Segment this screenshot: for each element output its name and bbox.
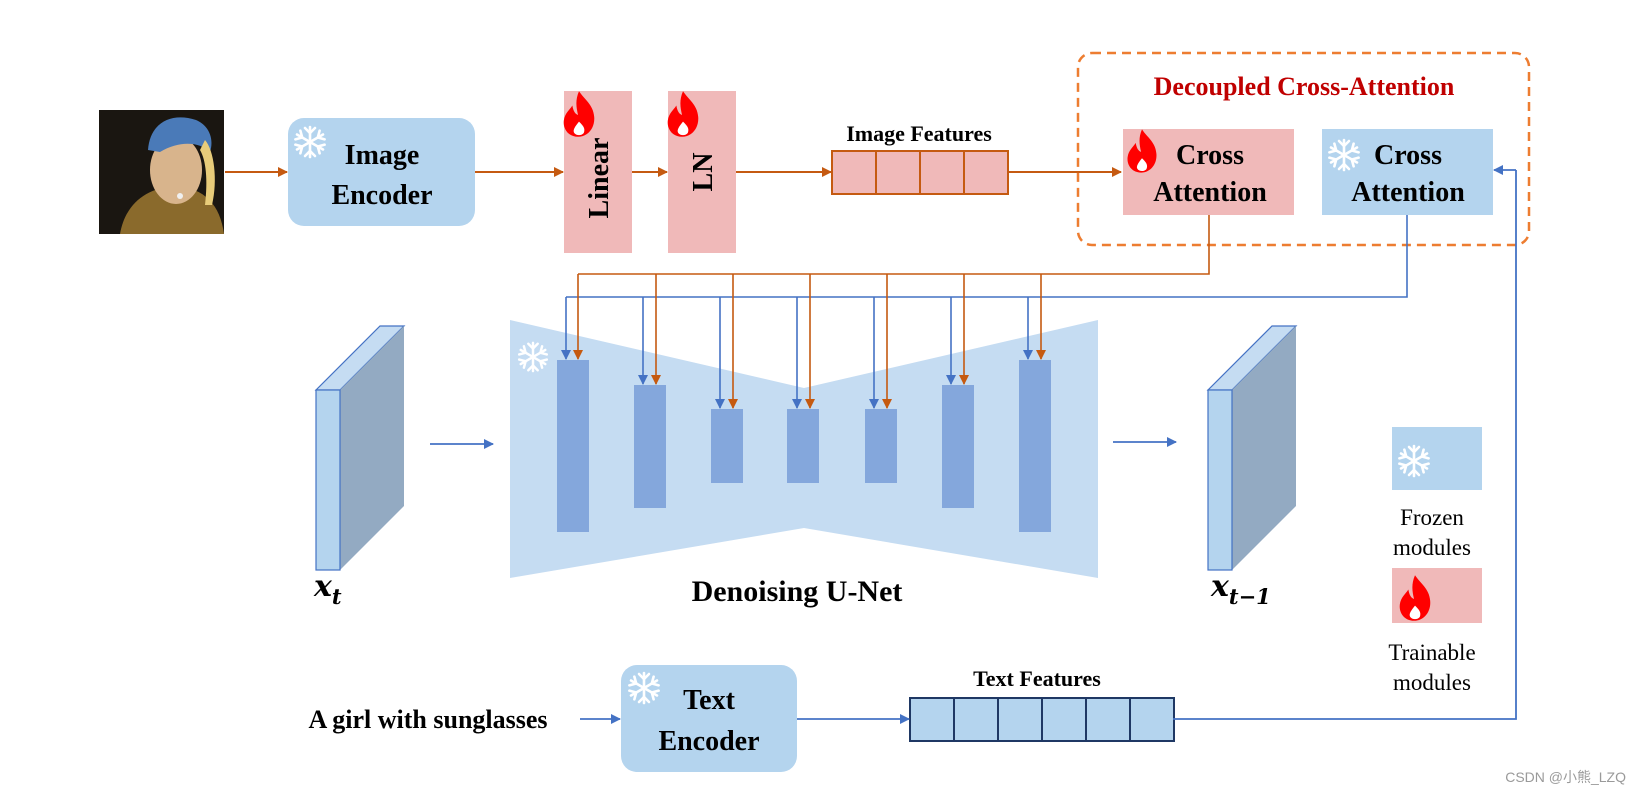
image-features: Image Features bbox=[831, 121, 1009, 195]
text-encoder-label-line1: Text bbox=[683, 685, 736, 716]
legend-trainable-line1: Trainable bbox=[1388, 640, 1475, 665]
text-features-label: Text Features bbox=[973, 666, 1101, 691]
text-feature-token bbox=[909, 697, 955, 742]
legend-frozen-line2: modules bbox=[1393, 535, 1471, 560]
frozen-attention-injection-lines bbox=[561, 215, 1408, 409]
unet-block bbox=[1019, 360, 1051, 532]
linear-label: Linear bbox=[584, 138, 615, 219]
image-encoder-label-line1: Image bbox=[345, 140, 420, 171]
unet-block bbox=[942, 385, 974, 508]
unet-label: Denoising U-Net bbox=[692, 575, 903, 608]
text-feature-token bbox=[1085, 697, 1131, 742]
text-branch-arrows bbox=[580, 165, 1517, 724]
image-feature-token bbox=[831, 150, 877, 195]
unet-block bbox=[557, 360, 589, 532]
denoising-unet: Denoising U-Net bbox=[510, 320, 1098, 608]
unet-block bbox=[865, 409, 897, 483]
input-portrait-image bbox=[99, 110, 224, 234]
trainable-attn-label-line1: Cross bbox=[1176, 140, 1244, 171]
output-latent-xt-1: xt−1 bbox=[1206, 325, 1298, 609]
legend-trainable: Trainable modules bbox=[1388, 568, 1482, 695]
image-encoder-module: Image Encoder bbox=[288, 118, 475, 226]
frozen-attn-label-line1: Cross bbox=[1374, 140, 1442, 171]
input-latent-xt: xt bbox=[313, 325, 406, 609]
legend-trainable-line2: modules bbox=[1393, 670, 1471, 695]
legend-frozen-line1: Frozen bbox=[1400, 505, 1464, 530]
layernorm-module: LN bbox=[667, 91, 736, 253]
unet-block bbox=[634, 385, 666, 508]
legend: Frozen modules Trainable modules bbox=[1388, 427, 1482, 695]
unet-block bbox=[787, 409, 819, 483]
text-encoder-module: Text Encoder bbox=[621, 665, 797, 772]
unet-blocks bbox=[557, 360, 1051, 532]
linear-layer-module: Linear bbox=[563, 91, 632, 253]
trainable-cross-attention: Cross Attention bbox=[1123, 129, 1294, 215]
trainable-attention-injection-lines bbox=[573, 215, 1210, 409]
text-feature-token bbox=[997, 697, 1043, 742]
text-feature-token bbox=[953, 697, 999, 742]
ln-label: LN bbox=[688, 153, 719, 192]
unet-io-arrows bbox=[430, 437, 1177, 449]
image-feature-token bbox=[963, 150, 1009, 195]
decoupled-title: Decoupled Cross-Attention bbox=[1154, 72, 1455, 101]
legend-frozen: Frozen modules bbox=[1392, 427, 1482, 560]
text-prompt: A girl with sunglasses bbox=[308, 705, 547, 734]
image-features-label: Image Features bbox=[846, 121, 992, 146]
frozen-cross-attention: Cross Attention bbox=[1322, 129, 1493, 215]
frozen-attn-label-line2: Attention bbox=[1351, 177, 1465, 208]
image-encoder-label-line2: Encoder bbox=[331, 180, 432, 211]
xt-label: xt bbox=[313, 569, 342, 609]
unet-block bbox=[711, 409, 743, 483]
decoupled-cross-attention-group: Decoupled Cross-Attention Cross Attentio… bbox=[1076, 51, 1531, 247]
image-feature-token bbox=[919, 150, 965, 195]
watermark: CSDN @小熊_LZQ bbox=[1505, 769, 1626, 785]
text-feature-token bbox=[1129, 697, 1175, 742]
text-features: Text Features bbox=[909, 666, 1175, 742]
image-feature-token bbox=[875, 150, 921, 195]
trainable-attn-label-line2: Attention bbox=[1153, 177, 1267, 208]
text-feature-token bbox=[1041, 697, 1087, 742]
text-encoder-label-line2: Encoder bbox=[658, 726, 759, 757]
xt-1-label: xt−1 bbox=[1210, 569, 1271, 609]
